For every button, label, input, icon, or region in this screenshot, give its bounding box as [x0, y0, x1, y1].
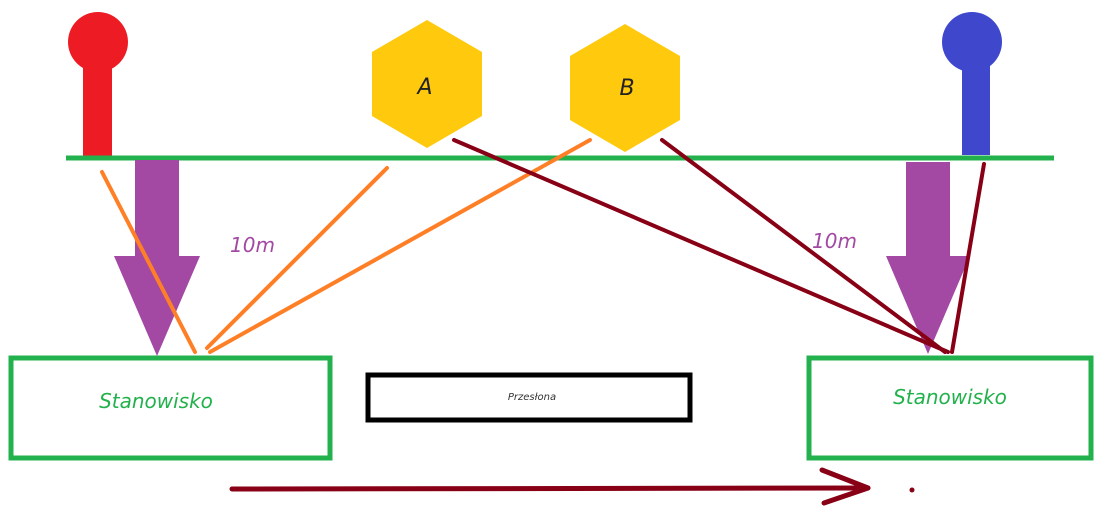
orange-line-a	[205, 166, 389, 350]
bottom-arrow	[229, 467, 871, 506]
blue-pin-stem	[962, 55, 990, 155]
hexagon-b	[570, 24, 680, 152]
red-pin	[68, 12, 128, 157]
bottom-arrow-shaft	[229, 485, 871, 492]
blue-pin	[942, 12, 1002, 155]
station-left-label: Stanowisko	[99, 389, 213, 413]
dark-red-line-pin	[950, 162, 986, 354]
end-dot	[909, 487, 915, 493]
distance-label-right: 10m	[812, 229, 857, 253]
orange-lines	[100, 138, 592, 354]
bottom-arrow-head	[819, 467, 871, 506]
distance-label-left: 10m	[230, 233, 275, 257]
dark-red-line-b	[660, 138, 947, 354]
station-left-box	[8, 355, 333, 461]
hexagon-a-label: A	[415, 75, 432, 100]
hexagon-b-label: B	[619, 76, 634, 101]
dark-red-lines	[452, 138, 986, 354]
orange-line-b	[208, 138, 592, 354]
barrier-box	[365, 372, 693, 423]
hexagon-a	[372, 20, 482, 148]
barrier-label: Przesłona	[508, 392, 556, 403]
dark-red-line-a	[452, 138, 950, 354]
station-right-box	[806, 355, 1094, 461]
purple-arrow-left	[114, 160, 200, 356]
station-right-label: Stanowisko	[893, 385, 1007, 409]
red-pin-stem	[83, 55, 112, 157]
orange-line-pin	[100, 170, 197, 354]
purple-arrow-right	[886, 162, 970, 354]
